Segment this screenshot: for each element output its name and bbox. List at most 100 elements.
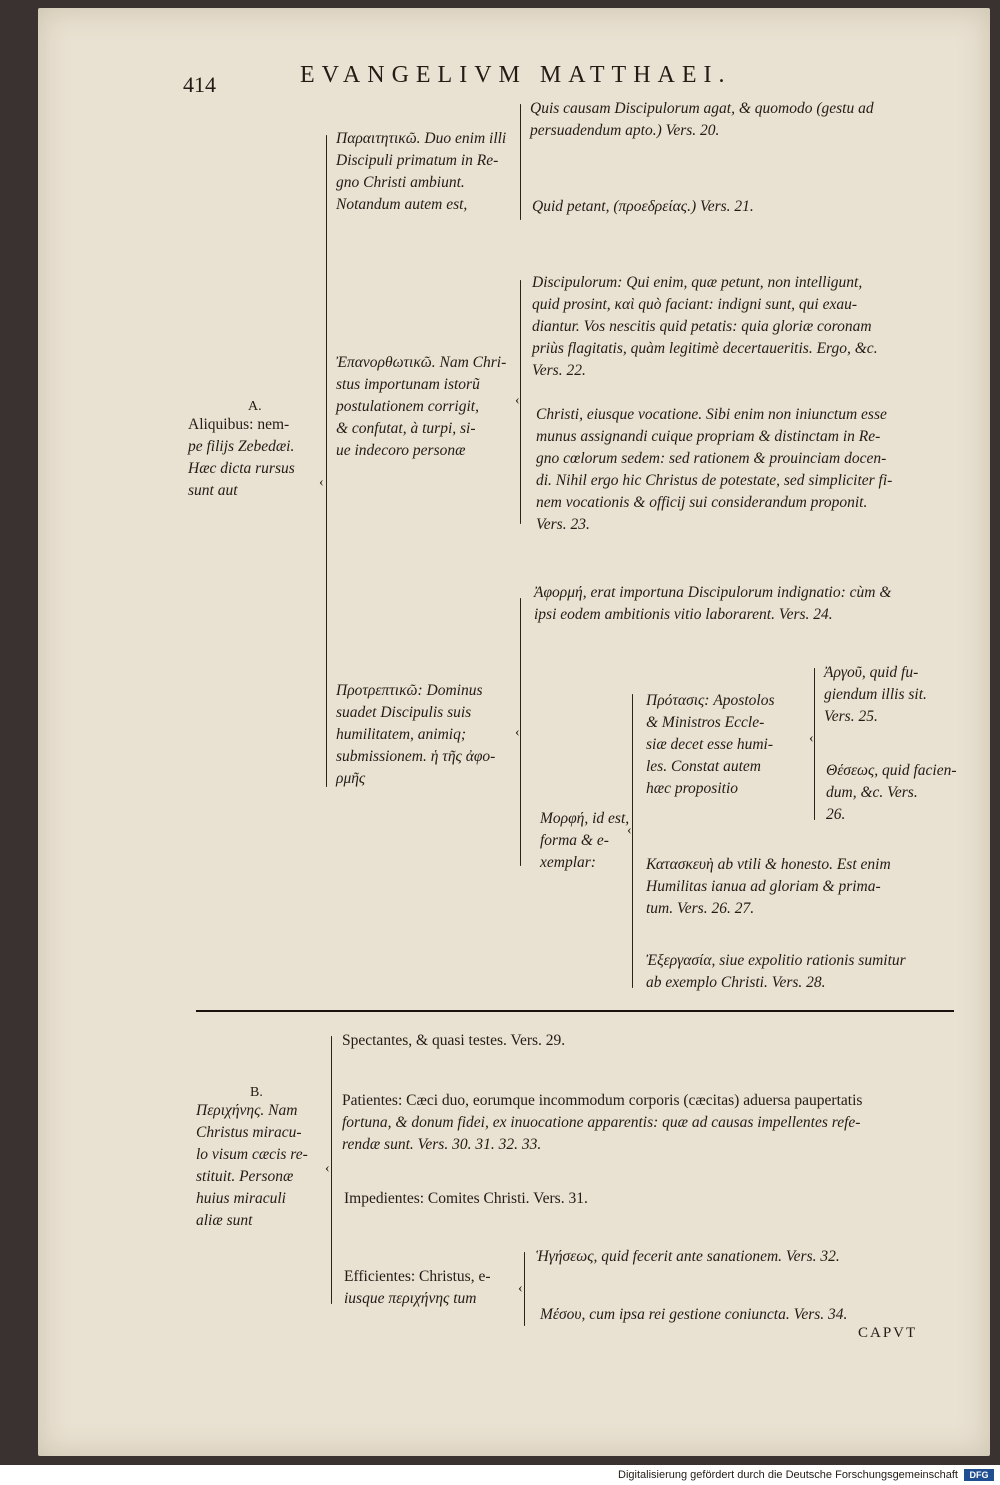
brace-tip: ‹ xyxy=(518,1281,523,1296)
a1-leaf-1: Quis causam Discipulorum agat, & quomodo… xyxy=(530,98,874,142)
text-line: persuadendum apto.) Vers. 20. xyxy=(530,122,720,139)
text-line: Vers. 25. xyxy=(824,708,878,725)
text-line: ue indecoro personæ xyxy=(336,442,466,459)
text-line: Περιχήνης. Nam xyxy=(196,1102,298,1119)
text-line: munus assignandi cuique propriam & disti… xyxy=(536,428,881,445)
text-line: huius miraculi xyxy=(196,1190,286,1207)
text-line: ρμῆς xyxy=(336,770,366,787)
brace-tip: ‹ xyxy=(809,731,814,746)
text-line: Christi, eiusque vocatione. Sibi enim no… xyxy=(536,406,887,423)
footer-credit: Digitalisierung gefördert durch die Deut… xyxy=(618,1469,958,1481)
aphorme-text: Ἀφορμή, erat importuna Discipulorum indi… xyxy=(534,582,891,626)
text-line: Impedientes: Comites Christi. Vers. 31. xyxy=(344,1190,588,1207)
text-line: siæ decet esse humi- xyxy=(646,736,773,753)
footer-bar: Digitalisierung gefördert durch die Deut… xyxy=(0,1465,1000,1485)
text-line: Discipuli primatum in Re- xyxy=(336,152,499,169)
text-line: diantur. Vos nescitis quid petatis: quia… xyxy=(532,318,872,335)
brace-tip: ‹ xyxy=(515,725,520,740)
text-line: ipsi eodem ambitionis vitio laborarent. … xyxy=(534,606,833,623)
brace-a xyxy=(326,135,327,787)
brace-tip: ‹ xyxy=(515,393,520,408)
text-line: xemplar: xyxy=(540,854,596,871)
text-line: Quis causam Discipulorum agat, & quomodo… xyxy=(530,100,874,117)
morphe-text: Μορφή, id est, forma & e- xemplar: xyxy=(540,808,629,874)
text-line: fortuna, & donum fidei, ex inuocatione a… xyxy=(342,1114,861,1131)
text-line: Aliquibus: nem- xyxy=(188,416,290,433)
text-line: Vers. 22. xyxy=(532,362,586,379)
brace-a2 xyxy=(520,280,521,524)
text-line: giendum illis sit. xyxy=(824,686,927,703)
section-b-text: Περιχήνης. Nam Christus miracu- lo visum… xyxy=(196,1100,308,1232)
patientes-text: Patientes: Cæci duo, eorumque incommodum… xyxy=(342,1090,862,1156)
brace-a3 xyxy=(520,598,521,866)
text-line: Προτρεπτικῶ: Dominus xyxy=(336,682,483,699)
text-line: Θέσεως, quid facien- xyxy=(826,762,957,779)
text-line: hæc propositio xyxy=(646,780,739,797)
text-line: humilitatem, animiq; xyxy=(336,726,467,743)
book-page xyxy=(38,8,990,1456)
text-line: Discipulorum: Qui enim, quæ petunt, non … xyxy=(532,274,863,291)
text-line: Μέσου, cum ipsa rei gestione coniuncta. … xyxy=(540,1306,848,1323)
section-b-label: B. xyxy=(250,1085,263,1100)
a2-leaf-1: Discipulorum: Qui enim, quæ petunt, non … xyxy=(532,272,878,382)
text-line: Κατασκευὴ ab vtili & honesto. Est enim xyxy=(646,856,891,873)
theos-text: Θέσεως, quid facien- dum, &c. Vers. 26. xyxy=(826,760,957,826)
text-line: & Ministros Eccle- xyxy=(646,714,765,731)
a1-text: Παραιτητικῶ. Duo enim illi Discipuli pri… xyxy=(336,128,506,216)
text-line: Hæc dicta rursus xyxy=(188,460,295,477)
text-line: aliæ sunt xyxy=(196,1212,253,1229)
text-line: ab exemplo Christi. Vers. 28. xyxy=(646,974,826,991)
kataskeue-text: Κατασκευὴ ab vtili & honesto. Est enim H… xyxy=(646,854,891,920)
text-line: priùs flagitatis, quàm legitimè decertau… xyxy=(532,340,878,357)
text-line: Christus miracu- xyxy=(196,1124,302,1141)
brace-b xyxy=(331,1036,332,1304)
running-title: EVANGELIVM MATTHAEI. xyxy=(300,62,732,88)
brace-tip: ‹ xyxy=(325,1161,330,1176)
text-line: postulationem corrigit, xyxy=(336,398,479,415)
argos-text: Ἀργοῦ, quid fu- giendum illis sit. Vers.… xyxy=(824,662,927,728)
section-a-label: A. xyxy=(248,399,262,414)
text-line: stituit. Personæ xyxy=(196,1168,294,1185)
text-line: Quid petant, (προεδρείας.) Vers. 21. xyxy=(532,198,754,215)
a3-text: Προτρεπτικῶ: Dominus suadet Discipulis s… xyxy=(336,680,495,790)
text-line: pe filijs Zebedæi. xyxy=(188,438,295,455)
brace-tip: ‹ xyxy=(627,823,632,838)
a2-leaf-2: Christi, eiusque vocatione. Sibi enim no… xyxy=(536,404,892,536)
text-line: Humilitas ianua ad gloriam & prima- xyxy=(646,878,881,895)
text-line: gno Christi ambiunt. xyxy=(336,174,465,191)
dfg-logo: DFG xyxy=(964,1469,994,1481)
impedientes-text: Impedientes: Comites Christi. Vers. 31. xyxy=(344,1188,588,1210)
text-line: 26. xyxy=(826,806,846,823)
a2-text: Ἐπανορθωτικῶ. Nam Chri- stus importunam … xyxy=(336,352,506,462)
text-line: Patientes: Cæci duo, eorumque incommodum… xyxy=(342,1092,863,1109)
brace-morphe xyxy=(632,694,633,988)
text-line: nem vocationis & officij sui considerand… xyxy=(536,494,868,511)
text-line: Ἀργοῦ, quid fu- xyxy=(824,664,919,681)
text-line: iusque περιχήνης tum xyxy=(344,1290,477,1307)
catchword: CAPVT xyxy=(858,1325,918,1341)
text-line: Μορφή, id est, xyxy=(540,810,630,827)
text-line: suadet Discipulis suis xyxy=(336,704,472,721)
text-line: Ἡγήσεως, quid fecerit ante sanationem. V… xyxy=(536,1248,840,1265)
text-line: rendæ sunt. Vers. 30. 31. 32. 33. xyxy=(342,1136,542,1153)
a1-leaf-2: Quid petant, (προεδρείας.) Vers. 21. xyxy=(532,196,754,218)
text-line: Efficientes: Christus, e- xyxy=(344,1268,491,1285)
text-line: stus importunam istorũ xyxy=(336,376,480,393)
brace-protasis xyxy=(814,668,815,820)
text-line: Πρότασις: Apostolos xyxy=(646,692,775,709)
text-line: tum. Vers. 26. 27. xyxy=(646,900,755,917)
text-line: les. Constat autem xyxy=(646,758,761,775)
text-line: dum, &c. Vers. xyxy=(826,784,918,801)
text-line: gno cœlorum sedem: sed rationem & prouin… xyxy=(536,450,887,467)
text-line: submissionem. ἡ τῆς ἀφο- xyxy=(336,748,496,765)
text-line: Ἐξεργασία, siue expolitio rationis sumit… xyxy=(646,952,906,969)
text-line: Notandum autem est, xyxy=(336,196,468,213)
text-line: di. Nihil ergo hic Christus de potestate… xyxy=(536,472,893,489)
brace-a1 xyxy=(520,104,521,220)
protasis-text: Πρότασις: Apostolos & Ministros Eccle- s… xyxy=(646,690,775,800)
eff-b-text: Μέσου, cum ipsa rei gestione coniuncta. … xyxy=(540,1304,847,1326)
text-line: Vers. 23. xyxy=(536,516,590,533)
section-divider xyxy=(196,1010,954,1012)
text-line: Ἐπανορθωτικῶ. Nam Chri- xyxy=(336,354,507,371)
section-a-text: Aliquibus: nem- pe filijs Zebedæi. Hæc d… xyxy=(188,414,295,502)
